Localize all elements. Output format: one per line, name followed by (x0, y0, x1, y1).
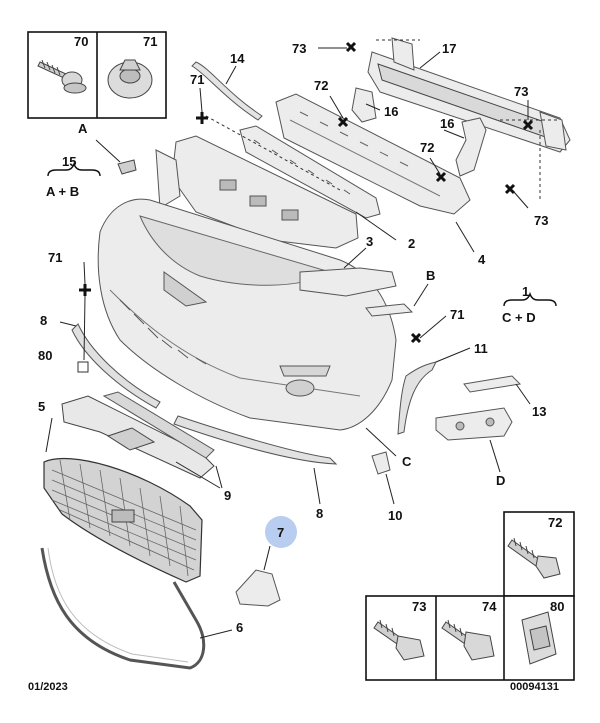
plus-marker-icon (79, 284, 91, 296)
callout-13: 13 (532, 404, 546, 419)
cross-marker-icon (410, 332, 422, 344)
callouts: 14 73 17 71 72 16 73 A 16 72 73 2 4 71 3… (38, 41, 548, 635)
callout-8-left: 8 (40, 313, 47, 328)
callout-C: C (402, 454, 412, 469)
callout-71-a: 71 (190, 72, 204, 87)
callout-1: 1 (522, 284, 529, 299)
absorber-4 (275, 93, 471, 215)
bracket-D (435, 407, 513, 441)
fastener-box-72: 72 (503, 511, 575, 597)
screw-70-icon (37, 59, 87, 94)
bolt-72-icon (507, 537, 561, 579)
cross-markers (79, 41, 534, 344)
callout-15-subtitle: A + B (46, 184, 79, 199)
trim-strip-14 (191, 61, 263, 121)
callout-80-left: 80 (38, 348, 52, 363)
callout-73-right: 73 (514, 84, 528, 99)
lower-frame-6 (40, 547, 206, 670)
callout-D: D (496, 473, 505, 488)
callout-17: 17 (442, 41, 456, 56)
callout-16-b: 16 (440, 116, 454, 131)
part-10 (371, 451, 391, 475)
chevron-surround (61, 391, 215, 479)
fastener-box-70-71: 70 71 (27, 31, 167, 119)
callout-6: 6 (236, 620, 243, 635)
clip-80-left (77, 361, 89, 373)
callout-11: 11 (474, 341, 488, 356)
callout-72-b: 72 (420, 140, 434, 155)
callout-10: 10 (388, 508, 402, 523)
callout-71-box: 71 (143, 34, 157, 49)
bracket-16-right (455, 117, 487, 177)
upper-carrier-panel (155, 115, 359, 249)
cap-7 (235, 569, 281, 607)
lower-strip-8 (173, 415, 338, 465)
callout-5: 5 (38, 399, 45, 414)
cross-marker-icon (522, 119, 534, 131)
callout-73-top: 73 (292, 41, 306, 56)
trim-11 (397, 361, 437, 435)
group-label-15: 15 A + B (46, 154, 101, 199)
clip-A (117, 159, 137, 175)
callout-15: 15 (62, 154, 76, 169)
cross-marker-icon (337, 116, 349, 128)
callout-71-c: 71 (450, 307, 464, 322)
callout-16-a: 16 (384, 104, 398, 119)
group-label-1: 1 C + D (502, 284, 557, 325)
callout-8-bottom: 8 (316, 506, 323, 521)
fastener-boxes-73-74-80: 73 74 80 (365, 595, 575, 681)
callout-14: 14 (230, 51, 245, 66)
bolt-74-icon (441, 619, 495, 661)
callout-3: 3 (366, 234, 373, 249)
diagram-reference-number: 00094131 (510, 681, 559, 693)
callout-9: 9 (224, 488, 231, 503)
callout-73-box: 73 (412, 599, 426, 614)
cross-marker-icon (504, 183, 516, 195)
callout-A: A (78, 121, 88, 136)
clip-71-icon (107, 59, 153, 99)
callout-70: 70 (74, 34, 88, 49)
upper-support-2 (239, 125, 381, 219)
clip-80-icon (521, 611, 557, 665)
bumper-cover (97, 198, 397, 431)
callout-1-subtitle: C + D (502, 310, 536, 325)
callout-72-a: 72 (314, 78, 328, 93)
cross-marker-icon (345, 41, 357, 53)
leader-lines (45, 47, 531, 639)
grille-5 (43, 458, 203, 583)
trim-B (365, 303, 414, 317)
diagram-date: 01/2023 (28, 681, 68, 693)
callout-72-box: 72 (548, 515, 562, 530)
callout-80-box: 80 (550, 599, 564, 614)
callout-73-lower: 73 (534, 213, 548, 228)
side-bracket-3 (299, 267, 397, 297)
callout-74-box: 74 (482, 599, 497, 614)
callout-2: 2 (408, 236, 415, 251)
callout-71-b: 71 (48, 250, 62, 265)
highlight-7: 7 (265, 516, 297, 548)
callout-4: 4 (478, 252, 486, 267)
cross-marker-icon (435, 171, 447, 183)
plus-marker-icon (196, 112, 208, 124)
highlight-circle (265, 516, 297, 548)
reinforcement-beam-17 (367, 37, 571, 200)
bolt-73-icon (373, 619, 425, 661)
callout-7: 7 (277, 525, 284, 540)
part-13 (463, 375, 522, 393)
bracket-16-left (351, 87, 377, 123)
callout-B: B (426, 268, 435, 283)
